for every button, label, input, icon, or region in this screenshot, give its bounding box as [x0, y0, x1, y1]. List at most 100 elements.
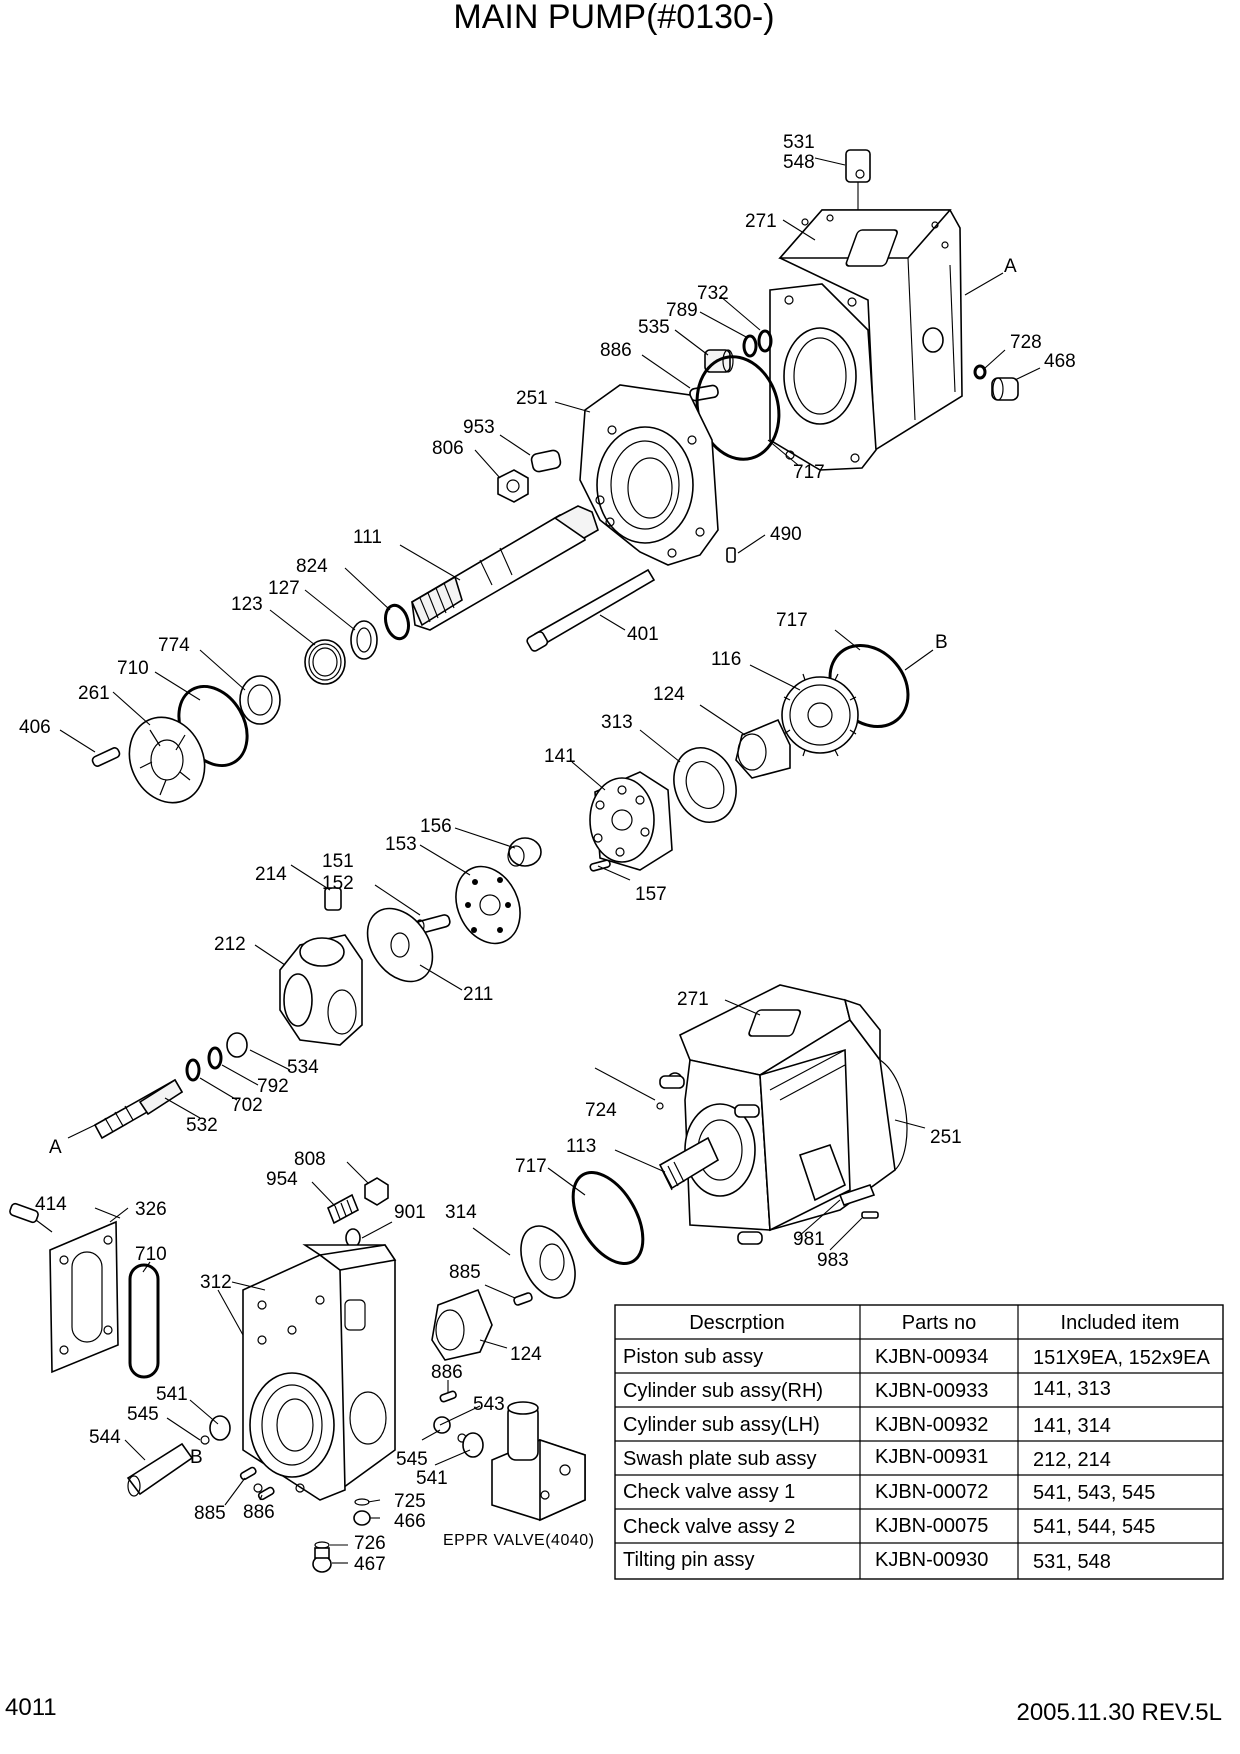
- callout: 886: [243, 1502, 275, 1523]
- table-cell: KJBN-00930: [875, 1549, 988, 1571]
- check-valve-left: [126, 1415, 231, 1497]
- table-row: Piston sub assy KJBN-00934 151X9EA, 152x…: [623, 1346, 1210, 1369]
- callout: 531: [783, 132, 815, 153]
- eppr-valve: [491, 1401, 586, 1522]
- callout: 127: [268, 578, 300, 599]
- callout: 111: [353, 527, 382, 548]
- callout: 548: [783, 152, 815, 173]
- callout: 151: [322, 851, 354, 872]
- table-cell: 151X9EA, 152x9EA: [1033, 1347, 1210, 1369]
- table-cell: Cylinder sub assy(RH): [623, 1380, 823, 1402]
- callout: 157: [635, 884, 667, 905]
- callout: 468: [1044, 351, 1076, 372]
- table-row: Cylinder sub assy(RH) KJBN-00933 141, 31…: [623, 1378, 1111, 1402]
- table-row: Check valve assy 1 KJBN-00072 541, 543, …: [623, 1481, 1155, 1504]
- callout: 717: [776, 610, 808, 631]
- callout: A: [1004, 256, 1017, 277]
- valve-block-312: [242, 1244, 397, 1501]
- pin-885: [513, 1292, 533, 1306]
- callout: B: [190, 1447, 203, 1468]
- name-plate-981: [838, 1184, 879, 1219]
- callout: 113: [566, 1136, 596, 1157]
- callout: 212: [214, 934, 246, 955]
- table-cell: 212, 214: [1033, 1449, 1111, 1471]
- callout: 724: [585, 1100, 617, 1121]
- bolt-414: [9, 1202, 53, 1233]
- table-cell: Check valve assy 2: [623, 1516, 795, 1538]
- callout: 901: [394, 1202, 426, 1223]
- callout: 702: [231, 1095, 263, 1116]
- callout: 535: [638, 317, 670, 338]
- callout: 885: [194, 1503, 226, 1524]
- table-cell: KJBN-00075: [875, 1515, 988, 1537]
- casing-271-lower: [659, 984, 908, 1245]
- callout: 141: [544, 746, 576, 767]
- callout: 271: [677, 989, 709, 1010]
- table-cell: KJBN-00933: [875, 1380, 988, 1402]
- callout: 717: [515, 1156, 547, 1177]
- table-cell: KJBN-00072: [875, 1481, 988, 1503]
- callout-labels: 531 548 271 A 732 789 535 728 468 886 25…: [19, 132, 1076, 1575]
- callout: 806: [432, 438, 464, 459]
- callout: 541: [416, 1468, 448, 1489]
- tilting-pin-part: [845, 149, 871, 215]
- shaft-113: [658, 1136, 720, 1191]
- callout: 532: [186, 1115, 218, 1136]
- callout: A: [49, 1137, 62, 1158]
- oring-717-lower: [571, 1170, 645, 1266]
- callout: 406: [19, 717, 51, 738]
- callout: 261: [78, 683, 110, 704]
- pins-bottom: [239, 1466, 275, 1501]
- table-cell: KJBN-00934: [875, 1346, 988, 1368]
- callout: 885: [449, 1262, 481, 1283]
- table-header: Included item: [1061, 1312, 1180, 1334]
- callout: 792: [257, 1076, 289, 1097]
- table-cell: Cylinder sub assy(LH): [623, 1414, 820, 1436]
- tilting-pin-group-lower: [93, 1032, 248, 1140]
- callout: 116: [711, 649, 741, 670]
- table-cell: Piston sub assy: [623, 1346, 763, 1368]
- valve-plate-313: [673, 747, 737, 823]
- callout: 211: [463, 984, 493, 1005]
- callout: 414: [35, 1194, 67, 1215]
- oring-710-lower: [128, 1263, 160, 1379]
- callout: 312: [200, 1272, 232, 1293]
- eppr-valve-label: EPPR VALVE(4040): [443, 1532, 594, 1549]
- plugs-bottom: [312, 1498, 371, 1573]
- table-cell: Check valve assy 1: [623, 1481, 795, 1503]
- callout: 251: [516, 388, 548, 409]
- table-row: Swash plate sub assy KJBN-00931 212, 214: [623, 1446, 1111, 1471]
- table-header: Descrption: [689, 1312, 785, 1334]
- callout: 541: [156, 1384, 188, 1405]
- callout: 544: [89, 1427, 121, 1448]
- callout: 824: [296, 556, 328, 577]
- callout: 886: [431, 1362, 463, 1383]
- table-cell: 531, 548: [1033, 1551, 1111, 1573]
- bearing-group: [304, 603, 411, 685]
- cylinder-block-141: [589, 771, 673, 871]
- callout: 326: [135, 1199, 167, 1220]
- table-cell: 541, 544, 545: [1033, 1516, 1155, 1538]
- table-cell: 141, 314: [1033, 1415, 1111, 1437]
- callout: 954: [266, 1169, 298, 1190]
- table-cell: 541, 543, 545: [1033, 1482, 1155, 1504]
- callout: 466: [394, 1511, 426, 1532]
- bushing-124-upper: [735, 718, 791, 779]
- table-row: Tilting pin assy KJBN-00930 531, 548: [623, 1549, 1111, 1573]
- parts-table: Descrption Parts no Included item Piston…: [614, 1304, 1224, 1580]
- oil-seal-cover-group: [91, 675, 281, 804]
- callout: 401: [627, 624, 659, 645]
- callout: 886: [600, 340, 632, 361]
- callout: 251: [930, 1127, 962, 1148]
- shoe-plate-211: [366, 907, 434, 983]
- leader-lines: [59, 157, 1041, 1564]
- gear-116: [781, 673, 859, 757]
- page-title: MAIN PUMP(#0130-): [453, 0, 774, 36]
- page-number: 4011: [5, 1694, 57, 1721]
- callout: 710: [117, 658, 149, 679]
- callout: 124: [510, 1344, 542, 1365]
- callout: 710: [135, 1244, 167, 1265]
- callout: 153: [385, 834, 417, 855]
- oring-724: [656, 1102, 664, 1110]
- parts-drawing: [9, 149, 1019, 1573]
